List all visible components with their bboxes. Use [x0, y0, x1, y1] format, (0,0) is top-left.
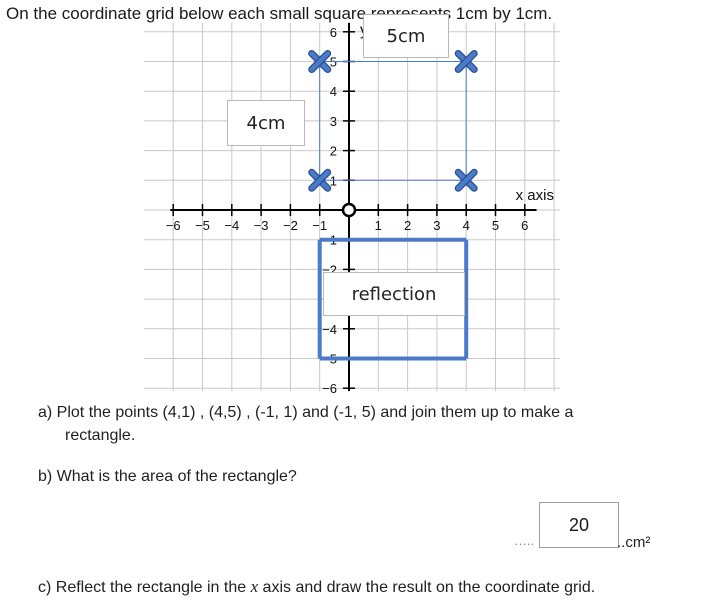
answer-dots: ….. — [514, 533, 535, 548]
question-a-line1: a) Plot the points (4,1) , (4,5) , (-1, … — [38, 404, 574, 421]
y-tick-label: 4 — [330, 84, 337, 99]
question-c-variable: x — [250, 577, 259, 596]
point-marker — [454, 168, 478, 192]
area-answer-value: 20 — [568, 514, 590, 535]
x-tick-label: −3 — [254, 218, 269, 233]
x-tick-label: −5 — [195, 218, 210, 233]
x-tick-label: 3 — [433, 218, 440, 233]
x-tick-label: 1 — [375, 218, 382, 233]
reflection-label-box: reflection — [323, 272, 465, 316]
point-marker — [308, 50, 332, 73]
area-answer-box[interactable]: 20 — [539, 502, 619, 548]
width-label-box: 5cm — [363, 14, 449, 58]
x-tick-label: −2 — [283, 218, 298, 233]
y-tick-label: 6 — [330, 25, 337, 40]
x-tick-label: 6 — [521, 218, 528, 233]
question-b: b) What is the area of the rectangle? — [38, 468, 297, 485]
question-c: c) Reflect the rectangle in the x axis a… — [38, 577, 595, 597]
height-label: 4cm — [246, 112, 286, 134]
x-tick-label: 5 — [492, 218, 499, 233]
point-marker — [454, 50, 478, 73]
height-label-box: 4cm — [227, 100, 305, 146]
x-tick-label: 2 — [404, 218, 411, 233]
origin-marker — [341, 202, 357, 218]
answer-unit: ..cm² — [617, 534, 651, 551]
x-tick-label: −1 — [312, 218, 327, 233]
question-c-prefix: c) Reflect the rectangle in the — [38, 579, 251, 596]
point-marker — [308, 168, 332, 192]
y-tick-label: −6 — [322, 381, 337, 396]
x-axis-label: x axis — [516, 187, 554, 204]
question-c-suffix: axis and draw the result on the coordina… — [258, 579, 596, 596]
x-tick-label: −6 — [166, 218, 181, 233]
reflection-label: reflection — [351, 283, 437, 305]
y-tick-label: 2 — [330, 144, 337, 159]
y-tick-label: −4 — [322, 322, 337, 337]
y-tick-label: 3 — [330, 114, 337, 129]
width-label: 5cm — [386, 25, 426, 47]
x-tick-label: 4 — [463, 218, 470, 233]
question-a-line2: rectangle. — [65, 427, 136, 444]
x-tick-label: −4 — [224, 218, 239, 233]
